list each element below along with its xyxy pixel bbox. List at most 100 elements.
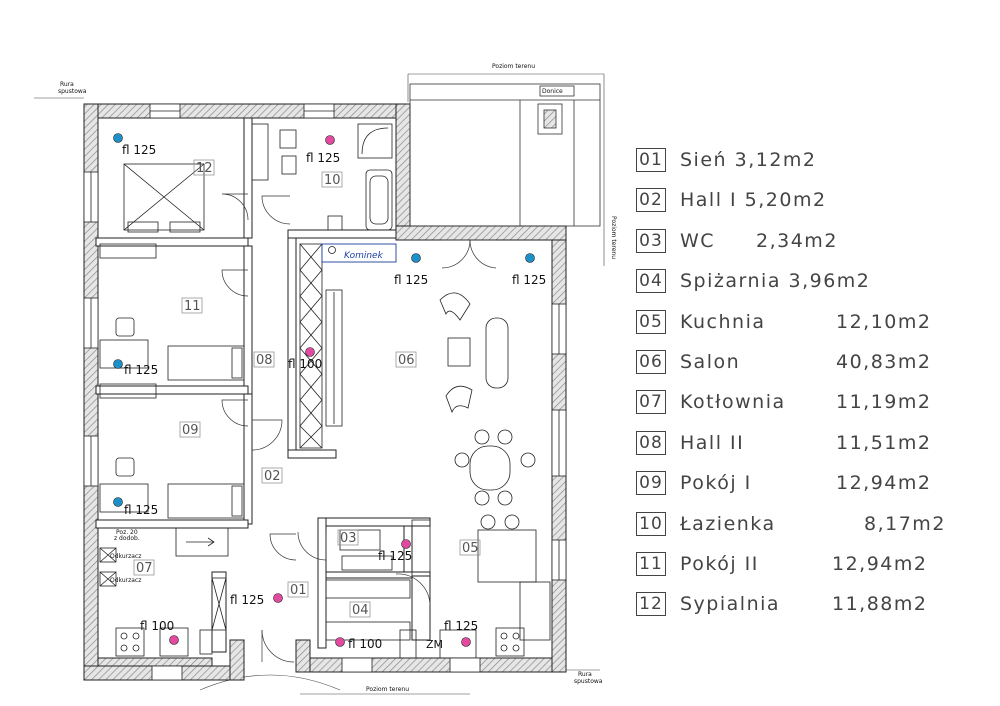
planters-label: Donice	[542, 88, 563, 95]
legend-row: 08 Hall II 11,51m2	[636, 429, 986, 459]
legend-room-number: 09	[636, 471, 666, 496]
legend-room-number: 04	[636, 269, 666, 294]
legend-room-area: 40,83m2	[836, 351, 932, 373]
duct-column	[299, 243, 343, 449]
furniture-09	[99, 457, 245, 519]
doors	[221, 193, 497, 663]
legend-room-number: 05	[636, 309, 666, 334]
legend-room-name: WC	[680, 229, 716, 252]
windows	[83, 103, 567, 681]
exhaust-vent-icon	[305, 347, 315, 357]
legend-room-name: Łazienka	[680, 512, 776, 535]
vent-label: fl 125	[122, 143, 156, 157]
vacuum-label-2: Odkurzacz	[110, 577, 141, 584]
vent-label: fl 125	[306, 151, 340, 165]
shaft-label-2: z dodob.	[114, 535, 140, 542]
room-number-02: 02	[264, 469, 281, 484]
supply-vent-icon	[113, 497, 123, 507]
vent-label: fl 125	[230, 593, 264, 607]
vent-label: fl 125	[512, 273, 546, 287]
pipe-label-br-1: Rura	[578, 671, 592, 678]
supply-vent-icon	[113, 133, 123, 143]
exhaust-vent-icon	[461, 637, 471, 647]
room-number-box	[253, 351, 275, 368]
vent-label: fl 100	[288, 357, 322, 371]
legend-room-area: 11,51m2	[836, 431, 932, 454]
room-number-box	[193, 159, 215, 176]
exhaust-vent-icon	[335, 637, 345, 647]
room-number-06: 06	[398, 353, 415, 368]
room-number-05: 05	[462, 541, 479, 556]
legend-room-name: Hall I 5,20m2	[680, 189, 827, 212]
legend-room-area: 8,17m2	[864, 512, 946, 535]
room-number-box	[133, 559, 155, 576]
terrain-lines	[34, 73, 605, 695]
room-number-box	[181, 297, 203, 314]
vent-label: fl 125	[378, 549, 412, 563]
small-labels: Poziom terenu Poziom terenu Poziom teren…	[58, 63, 617, 693]
legend-room-name: Kuchnia	[680, 310, 766, 333]
room-number-08: 08	[256, 353, 273, 368]
vacuum-label-1: Odkurzacz	[110, 553, 141, 560]
exhaust-vent-icon	[325, 135, 335, 145]
legend-room-number: 03	[636, 228, 666, 253]
legend-room-area: 2,34m2	[756, 229, 838, 252]
room-number-box	[287, 581, 309, 598]
room-number-box	[321, 171, 343, 188]
room-number-box	[261, 467, 283, 484]
exhaust-vent-icon	[169, 635, 179, 645]
vents: fl 125 fl 125 fl 125 fl 125 fl 100 fl 125 fl 1…	[113, 133, 546, 651]
legend-room-number: 06	[636, 350, 666, 374]
supply-vent-icon	[113, 359, 123, 369]
vent-label: fl 125	[444, 619, 478, 633]
fireplace: Kominek	[321, 243, 397, 263]
legend-room-area: 12,94m2	[832, 553, 928, 575]
room-number-11: 11	[184, 299, 201, 314]
supply-vent-icon	[411, 253, 421, 263]
legend-room-number: 08	[636, 430, 666, 455]
legend-room-number: 02	[636, 188, 666, 213]
kitchen-furniture	[411, 519, 551, 657]
vent-label: fl 100	[140, 619, 174, 633]
legend-row: 04 Spiżarnia 3,96m2	[636, 267, 986, 297]
fireplace-label: Kominek	[344, 251, 384, 261]
legend-row: 05 Kuchnia 12,10m2	[636, 308, 986, 338]
legend-room-area: 12,94m2	[836, 472, 932, 495]
boiler-room	[99, 527, 229, 657]
legend-room-number: 07	[636, 390, 666, 415]
vent-label: fl 100	[348, 637, 382, 651]
right-terrain-label: Poziom terenu	[610, 216, 617, 259]
legend-room-number: 11	[636, 552, 666, 576]
legend-room-name: Hall II	[680, 431, 745, 454]
pipe-label-top-2: spustowa	[58, 88, 87, 95]
legend-row: 10 Łazienka 8,17m2	[636, 510, 986, 540]
room-number-04: 04	[352, 603, 369, 618]
legend-room-number: 12	[636, 592, 666, 617]
legend-room-number: 10	[636, 511, 666, 536]
legend-room-name: Pokój II	[680, 553, 759, 575]
legend-room-area: 11,19m2	[836, 391, 932, 414]
room-number-box	[337, 529, 359, 546]
bottom-terrain-label: Poziom terenu	[366, 686, 409, 693]
legend-room-area: 12,10m2	[836, 310, 932, 333]
top-terrain-label: Poziom terenu	[492, 63, 535, 70]
supply-vent-icon	[525, 253, 535, 263]
furniture-11	[99, 317, 245, 399]
room-number-box	[395, 351, 417, 368]
shaft-label-1: Poz. 20	[116, 529, 138, 536]
legend-room-name: Spiżarnia 3,96m2	[680, 270, 871, 293]
floor-plan: Kominek Poziom terenu Poziom terenu Pozi…	[34, 63, 617, 695]
salon-furniture	[439, 292, 536, 530]
pipe-label-top-1: Rura	[60, 81, 74, 88]
room-number-10: 10	[324, 173, 341, 188]
room-number-12: 12	[196, 161, 213, 176]
vent-label: fl 125	[124, 363, 158, 377]
vent-label: fl 125	[124, 503, 158, 517]
room-number-01: 01	[290, 583, 307, 598]
room-number-box	[179, 421, 201, 438]
